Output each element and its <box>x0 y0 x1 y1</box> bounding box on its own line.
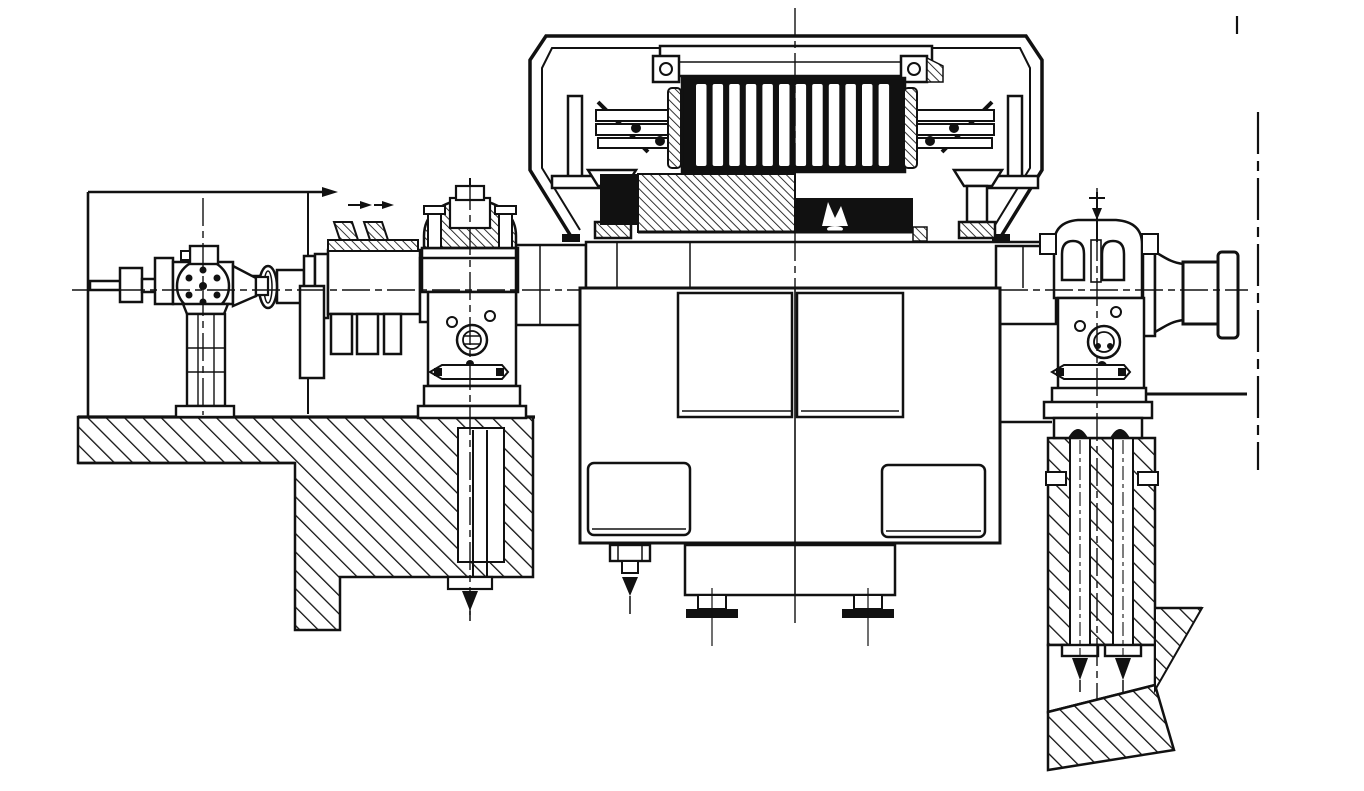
vent-arrow-icon <box>360 201 372 209</box>
rotor-core <box>600 173 928 242</box>
slip-ring-gear <box>298 201 419 380</box>
core-ornament <box>822 202 848 226</box>
housing-leg-right <box>951 168 1005 240</box>
sub-base <box>683 543 897 646</box>
drain-fitting <box>608 543 652 614</box>
shaft <box>88 240 1240 340</box>
foundation-right <box>1045 436 1204 772</box>
top-housing <box>528 34 1044 242</box>
oil-gauge-window <box>428 364 510 380</box>
exciter <box>153 244 270 314</box>
right-pedestal <box>1039 192 1159 440</box>
end-winding-clamps-right <box>897 100 995 154</box>
stator-frame <box>578 286 1002 545</box>
center-pedestal <box>416 178 528 420</box>
oil-gauge-window <box>1050 364 1132 380</box>
vent-arrow2-icon <box>382 201 394 209</box>
drain-arrow-icon <box>622 577 638 596</box>
exciter-pedestal <box>174 302 236 419</box>
rotor-drum <box>667 76 918 174</box>
foundation-center-bolt <box>446 427 505 621</box>
centerlines <box>72 8 1248 700</box>
